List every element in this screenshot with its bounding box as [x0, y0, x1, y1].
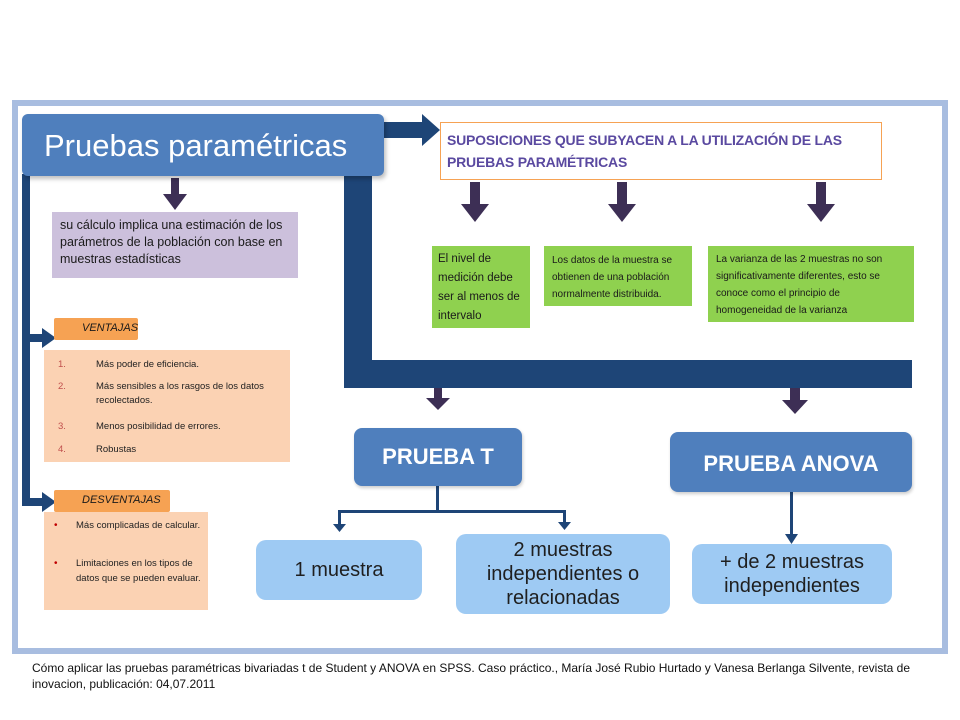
arrow-desc-head — [163, 194, 187, 210]
list-item-text: Más poder de eficiencia. — [96, 359, 199, 370]
tree-t-stem — [436, 486, 439, 512]
prueba-anova-label: PRUEBA ANOVA — [703, 451, 879, 476]
list-item-text: Limitaciones en los tipos de datos que s… — [76, 558, 201, 584]
arrow-req1-head — [461, 204, 489, 222]
prueba-t-box: PRUEBA T — [354, 428, 522, 486]
requirement-text: Los datos de la muestra se obtienen de u… — [552, 255, 673, 300]
list-item-number: 1. — [58, 359, 66, 370]
requirement-text: El nivel de medición debe ser al menos d… — [438, 253, 520, 322]
description-text: su cálculo implica una estimación de los… — [60, 218, 283, 266]
ventajas-tag: VENTAJAS — [54, 318, 138, 340]
arrow-req2-head — [608, 204, 636, 222]
top-connector-bar — [384, 122, 424, 138]
list-item-text: Más complicadas de calcular. — [76, 520, 201, 531]
bracket-vertical — [344, 176, 372, 386]
tree-t-left-drop — [338, 510, 341, 526]
requirement-box-1: El nivel de medición debe ser al menos d… — [432, 246, 530, 328]
source-caption: Cómo aplicar las pruebas paramétricas bi… — [32, 660, 942, 692]
tree-t-right-drop — [563, 510, 566, 524]
arrow-desc-stem — [171, 178, 179, 196]
requirement-box-3: La varianza de las 2 muestras no son sig… — [708, 246, 914, 322]
two-samples-label: 2 muestras independientes o relacionadas — [486, 539, 640, 609]
arrow-req3-head — [807, 204, 835, 222]
arrow-anova-head — [782, 400, 808, 414]
bullet-icon: • — [54, 520, 58, 531]
arrow-t-stem — [434, 388, 442, 400]
two-samples-box: 2 muestras independientes o relacionadas — [456, 534, 670, 614]
ventajas-box: 1. Más poder de eficiencia. 2. Más sensi… — [44, 350, 290, 462]
tree-anova-head — [785, 534, 798, 544]
prueba-t-label: PRUEBA T — [382, 444, 494, 469]
list-item-text: Robustas — [96, 444, 137, 455]
ventajas-connector-head — [42, 328, 56, 348]
list-item-number: 3. — [58, 421, 66, 432]
more-samples-box: + de 2 muestras independientes — [692, 544, 892, 604]
tree-t-left-head — [333, 524, 346, 532]
ventajas-label: VENTAJAS — [82, 322, 139, 334]
bullet-icon: • — [54, 558, 58, 569]
suposiciones-box: SUPOSICIONES QUE SUBYACEN A LA UTILIZACI… — [440, 122, 882, 180]
top-connector-head — [422, 114, 440, 146]
suposiciones-title: SUPOSICIONES QUE SUBYACEN A LA UTILIZACI… — [447, 132, 842, 170]
caption-text: Cómo aplicar las pruebas paramétricas bi… — [32, 661, 911, 691]
main-title: Pruebas paramétricas — [44, 128, 348, 163]
desventajas-tag: DESVENTAJAS — [54, 490, 170, 512]
arrow-req1-stem — [470, 182, 480, 206]
more-samples-label: + de 2 muestras independientes — [720, 551, 864, 597]
one-sample-box: 1 muestra — [256, 540, 422, 600]
list-item-number: 4. — [58, 444, 66, 455]
tree-anova-stem — [790, 492, 793, 536]
list-item-number: 2. — [58, 381, 66, 392]
desventajas-box: • Más complicadas de calcular. • Limitac… — [44, 512, 208, 610]
arrow-anova-stem — [790, 388, 800, 402]
arrow-req3-stem — [816, 182, 826, 206]
arrow-t-head — [426, 398, 450, 410]
ventajas-connector — [22, 334, 44, 342]
main-title-box: Pruebas paramétricas — [22, 114, 384, 176]
desventajas-label: DESVENTAJAS — [82, 494, 161, 506]
tree-t-bar — [338, 510, 566, 513]
desventajas-connector — [22, 498, 44, 506]
desventajas-connector-head — [42, 492, 56, 512]
tree-t-right-head — [558, 522, 571, 530]
one-sample-label: 1 muestra — [294, 559, 384, 581]
requirement-text: La varianza de las 2 muestras no son sig… — [716, 254, 883, 316]
bracket-horizontal-left — [344, 360, 374, 388]
arrow-req2-stem — [617, 182, 627, 206]
prueba-anova-box: PRUEBA ANOVA — [670, 432, 912, 492]
list-item-text: Menos posibilidad de errores. — [96, 421, 221, 432]
description-box: su cálculo implica una estimación de los… — [52, 212, 298, 278]
bracket-horizontal-top — [372, 360, 912, 388]
list-item-text: Más sensibles a los rasgos de los datos … — [96, 381, 264, 406]
requirement-box-2: Los datos de la muestra se obtienen de u… — [544, 246, 692, 306]
